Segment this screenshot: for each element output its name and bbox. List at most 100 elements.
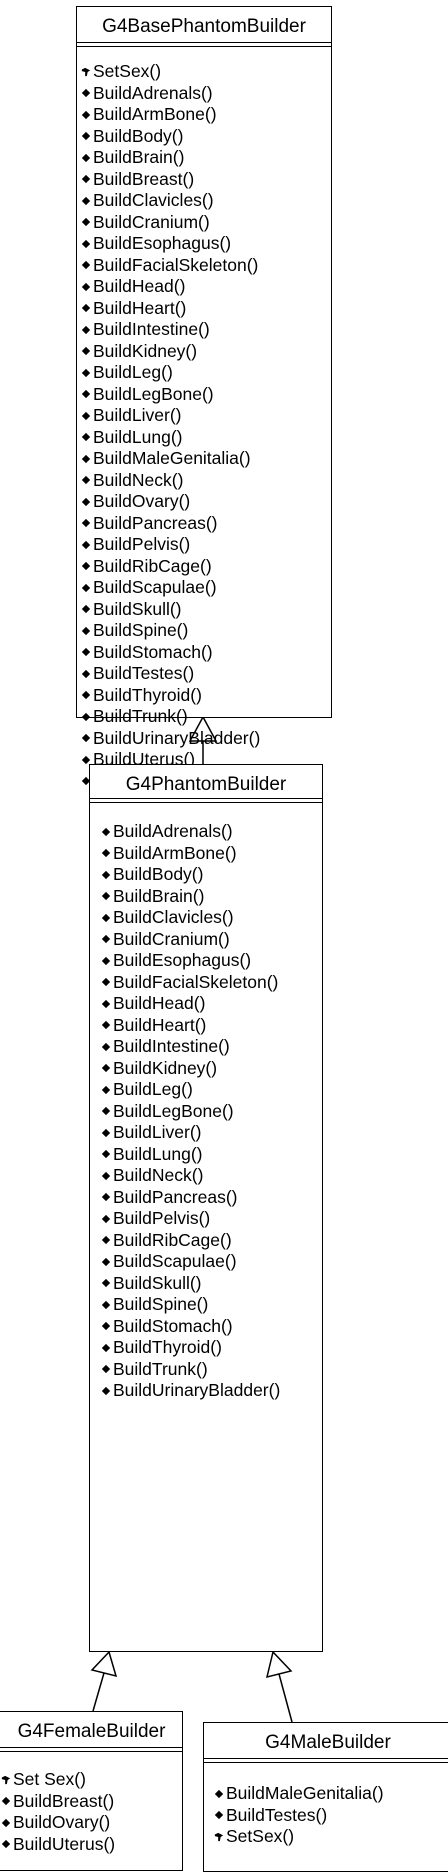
diamond-method-icon: [101, 934, 113, 944]
method-item: BuildThyroid(): [81, 685, 331, 707]
diamond-method-icon: [101, 1192, 113, 1202]
diamond-method-icon: [81, 454, 93, 464]
method-label: BuildSpine(): [113, 1294, 209, 1314]
method-item: BuildLiver(): [101, 1122, 322, 1144]
class-g4femalebuilder[interactable]: G4FemaleBuilder Set Sex()BuildBreast()Bu…: [0, 1711, 183, 1871]
diamond-method-icon: [81, 110, 93, 120]
method-label: BuildLeg(): [113, 1079, 193, 1099]
method-item: BuildCranium(): [81, 212, 331, 234]
diamond-method-icon: [101, 956, 113, 966]
method-item: SetSex(): [214, 1826, 448, 1848]
diamond-method-icon: [81, 131, 93, 141]
method-label: BuildFacialSkeleton(): [113, 971, 279, 992]
diamond-method-icon: [81, 239, 93, 249]
diamond-method-icon: [81, 647, 93, 657]
method-item: BuildLeg(): [101, 1079, 322, 1101]
diamond-method-icon: [101, 1343, 113, 1353]
method-item: BuildBrain(): [101, 886, 322, 908]
diamond-method-icon: [81, 153, 93, 163]
methods-divider: [204, 1762, 448, 1763]
method-item: BuildHead(): [81, 276, 331, 298]
method-label: BuildArmBone(): [93, 104, 217, 124]
method-label: BuildRibCage(): [93, 555, 212, 576]
method-item: BuildOvary(): [1, 1812, 182, 1834]
attributes-divider: [204, 1758, 448, 1759]
inheritance-arrowhead-phantom-base: [188, 715, 218, 742]
method-label: BuildStomach(): [113, 1315, 233, 1336]
method-item: BuildLegBone(): [101, 1101, 322, 1123]
method-item: BuildScapulae(): [81, 577, 331, 599]
diamond-method-icon: [101, 1386, 113, 1396]
method-item: BuildTrunk(): [101, 1359, 322, 1381]
method-item: BuildTestes(): [81, 663, 331, 685]
diamond-method-icon: [101, 827, 113, 837]
diamond-method-icon: [101, 870, 113, 880]
class-name: G4MaleBuilder: [265, 1732, 391, 1753]
method-item: BuildStomach(): [101, 1316, 322, 1338]
diamond-method-icon: [81, 325, 93, 335]
method-label: BuildClavicles(): [93, 190, 214, 210]
class-name: G4PhantomBuilder: [125, 774, 287, 795]
class-g4basephantombuilder[interactable]: G4BasePhantomBuilder SetSex()BuildAdrena…: [76, 6, 332, 791]
method-label: BuildLung(): [93, 426, 183, 447]
method-item: BuildBreast(): [81, 169, 331, 191]
method-item: Set Sex(): [1, 1769, 182, 1791]
diamond-method-icon: [81, 755, 93, 765]
method-label: BuildBody(): [113, 864, 204, 884]
diamond-method-icon: [81, 303, 93, 313]
method-label: SetSex(): [93, 61, 162, 81]
diamond-method-icon: [81, 475, 93, 485]
method-item: BuildCranium(): [101, 929, 322, 951]
class-g4phantombuilder[interactable]: G4PhantomBuilder BuildAdrenals()BuildArm…: [89, 764, 323, 1652]
diamond-method-icon: [81, 196, 93, 206]
diamond-method-icon: [81, 217, 93, 227]
method-label: BuildTestes(): [93, 663, 195, 683]
method-label: BuildBody(): [93, 125, 184, 146]
diamond-method-icon: [81, 776, 93, 786]
method-label: BuildScapulae(): [113, 1251, 237, 1271]
methods-divider: [90, 802, 322, 803]
method-label: BuildHead(): [113, 993, 206, 1013]
methods-divider: [77, 46, 331, 47]
method-list: BuildAdrenals()BuildArmBone()BuildBody()…: [90, 803, 322, 1402]
diamond-method-icon: [81, 432, 93, 442]
method-label: BuildOvary(): [93, 491, 191, 511]
method-label: Set Sex(): [13, 1769, 86, 1789]
inheritance-line-male-phantom: [278, 1673, 293, 1723]
method-label: BuildLegBone(): [93, 383, 214, 404]
method-item: BuildLegBone(): [81, 384, 331, 406]
method-item: BuildPelvis(): [101, 1208, 322, 1230]
method-item: BuildPancreas(): [81, 513, 331, 535]
method-item: BuildMaleGenitalia(): [214, 1783, 448, 1805]
method-item: BuildMaleGenitalia(): [81, 448, 331, 470]
method-label: BuildPelvis(): [93, 534, 191, 554]
diamond-method-icon: [81, 626, 93, 636]
method-item: BuildUrinaryBladder(): [81, 728, 331, 750]
class-g4malebuilder[interactable]: G4MaleBuilder BuildMaleGenitalia()BuildT…: [203, 1722, 448, 1872]
method-item: BuildBreast(): [1, 1791, 182, 1813]
method-label: BuildAdrenals(): [113, 821, 233, 841]
diamond-method-icon: [1, 1796, 13, 1806]
method-item: BuildUterus(): [1, 1834, 182, 1856]
diamond-method-icon: [81, 88, 93, 98]
methods-divider: [0, 1751, 182, 1752]
method-label: BuildKidney(): [93, 340, 198, 361]
method-item: BuildSkull(): [81, 599, 331, 621]
method-item: BuildBody(): [101, 864, 322, 886]
method-label: BuildKidney(): [113, 1057, 218, 1078]
method-label: BuildTrunk(): [113, 1358, 208, 1379]
method-label: BuildScapulae(): [93, 577, 217, 597]
diamond-method-icon: [101, 1085, 113, 1095]
method-label: BuildBreast(): [93, 168, 195, 189]
method-label: BuildEsophagus(): [93, 233, 232, 253]
method-label: BuildNeck(): [93, 469, 184, 490]
method-item: BuildKidney(): [81, 341, 331, 363]
diamond-method-icon: [81, 561, 93, 571]
diamond-method-icon: [101, 1257, 113, 1267]
method-label: BuildLeg(): [93, 362, 173, 382]
method-label: BuildPelvis(): [113, 1208, 211, 1228]
class-name: G4FemaleBuilder: [17, 1721, 166, 1742]
method-label: BuildPancreas(): [113, 1186, 238, 1207]
method-item: BuildHead(): [101, 993, 322, 1015]
method-item: BuildSpine(): [81, 620, 331, 642]
